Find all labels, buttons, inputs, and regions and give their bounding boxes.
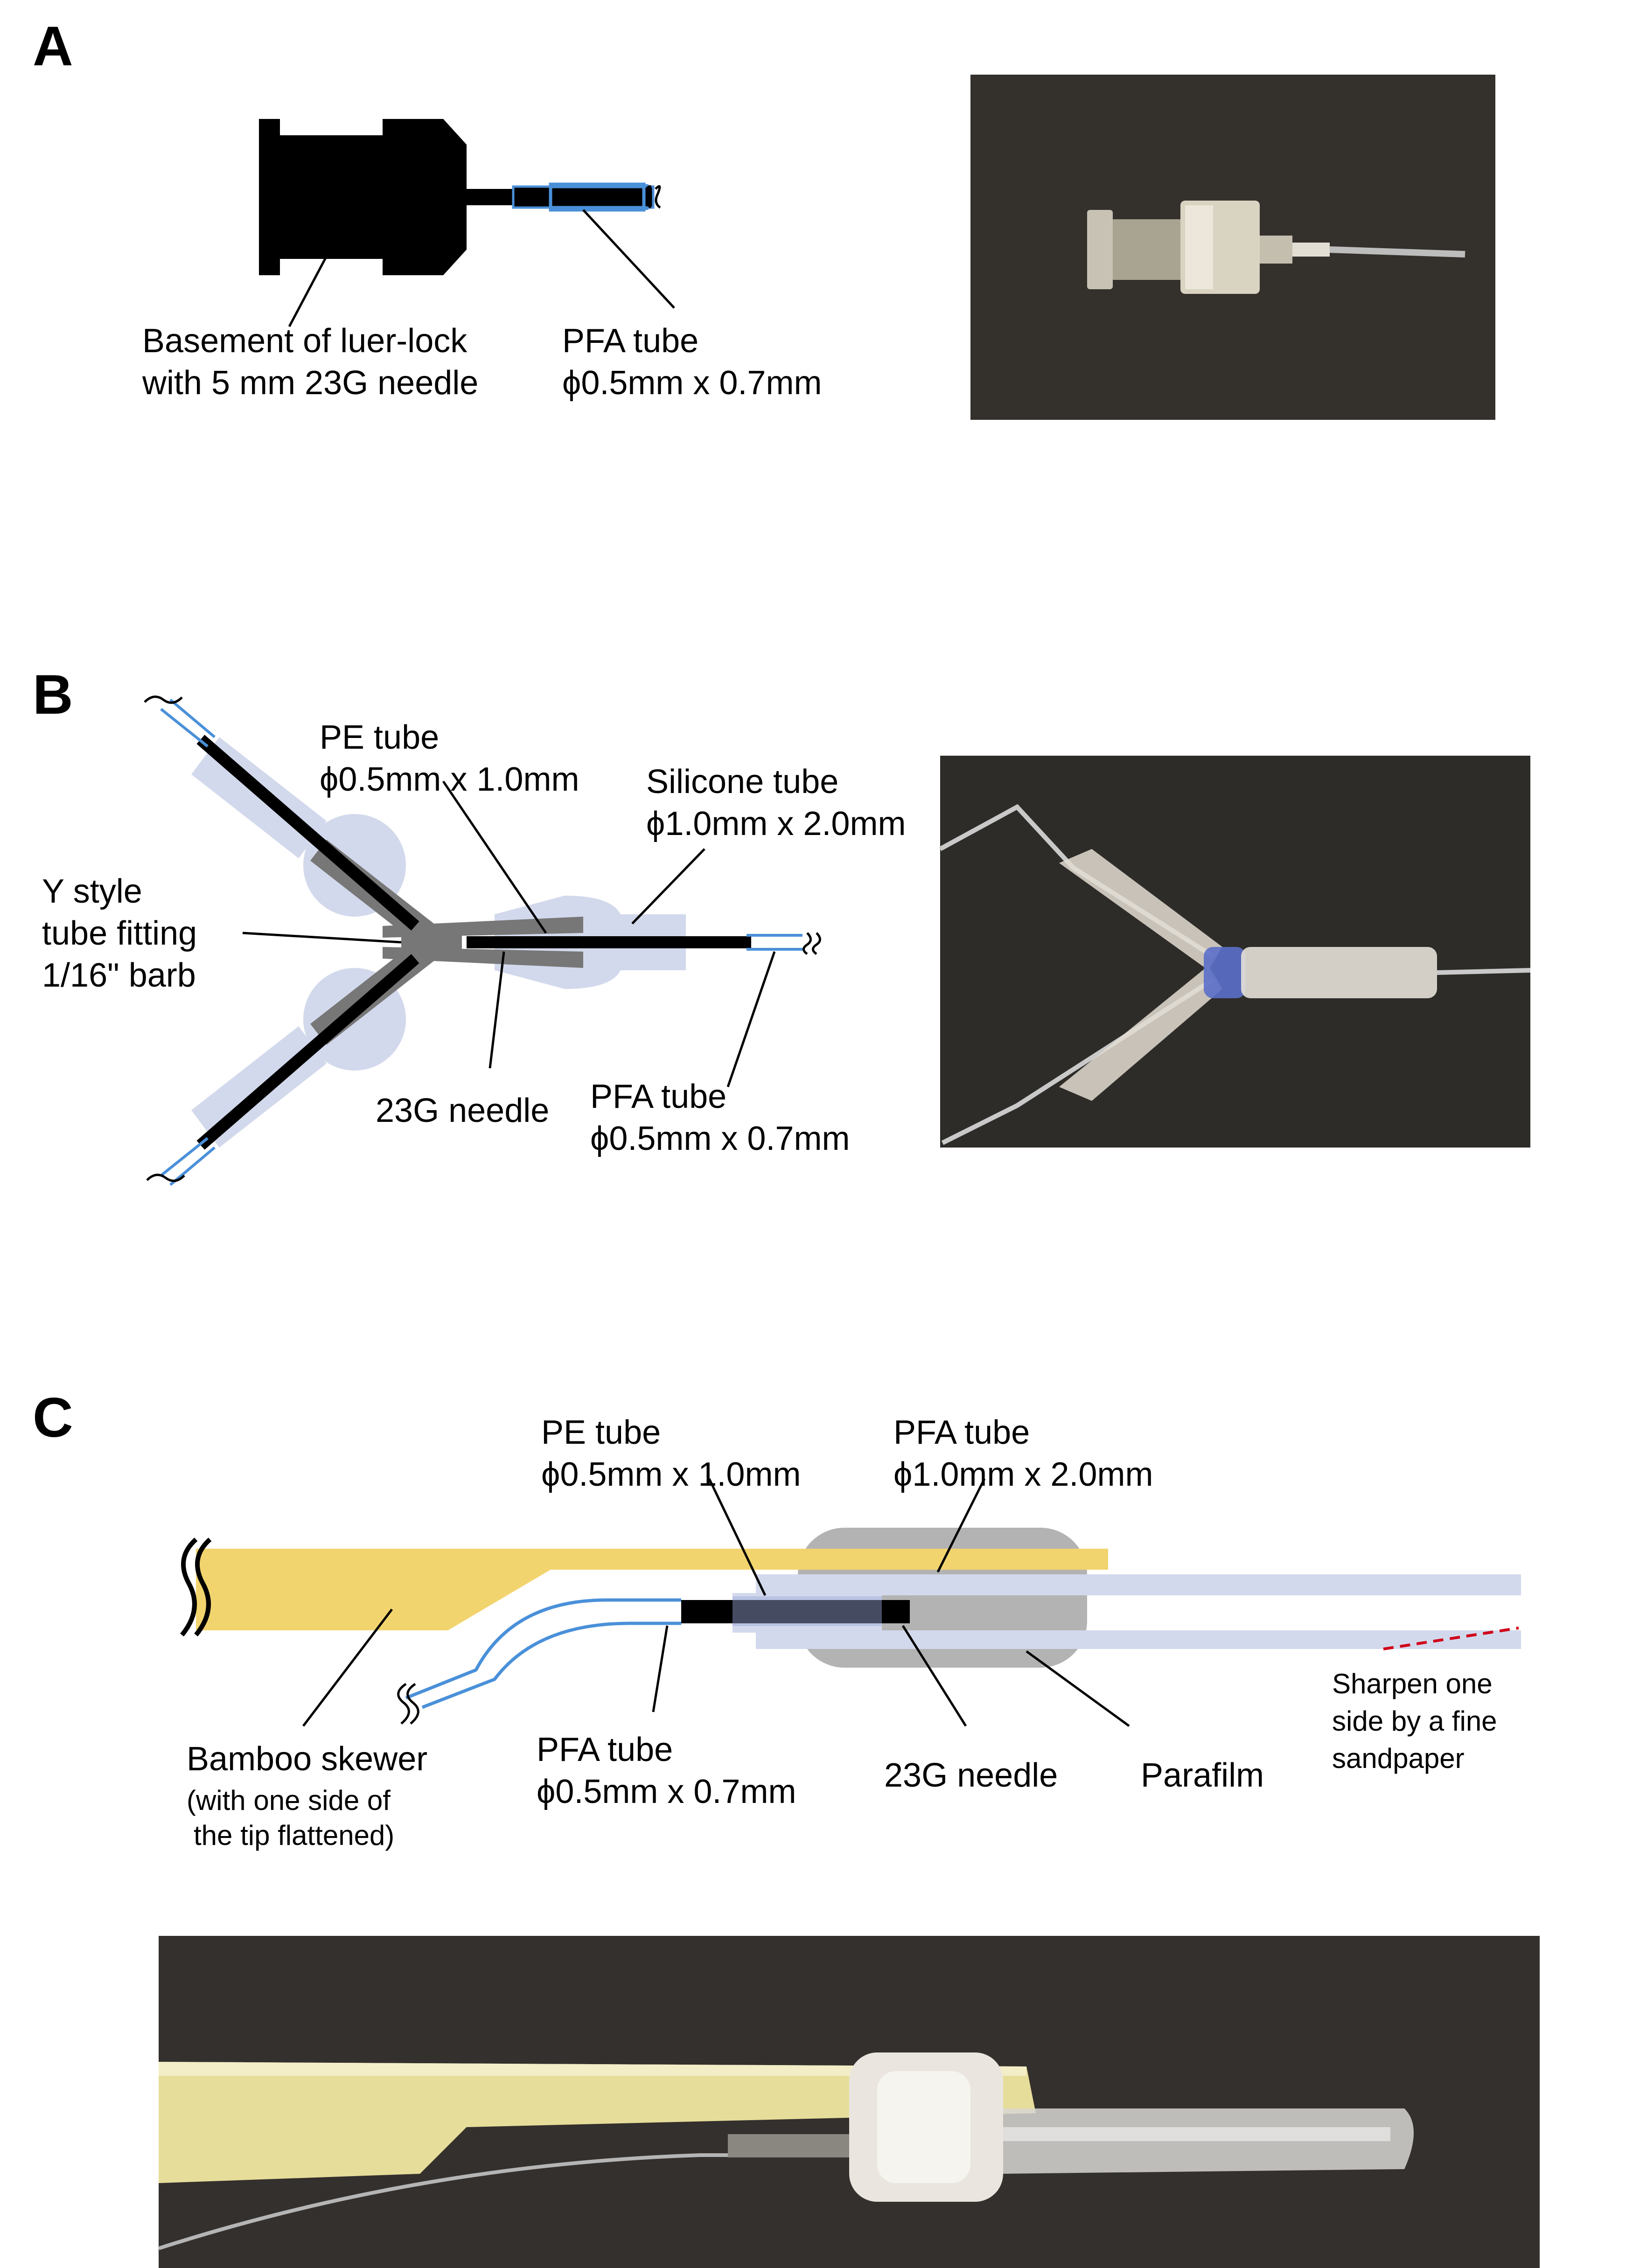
panel-b-letter: B [33,663,73,726]
photo-b [939,756,1531,1148]
pe-label-c-1: PE tube [541,1414,661,1451]
pfa-small-label-1: PFA tube [537,1731,673,1768]
silicone-label-2: ϕ1.0mm x 2.0mm [646,805,906,842]
pfa-tubes [160,698,803,1186]
pfa-tube-sleeve [549,182,646,212]
break-mark-skewer-icon [180,1538,212,1637]
break-mark-icon [645,185,661,209]
needles-23g [196,735,751,1150]
sharpen-label-3: sandpaper [1332,1743,1465,1774]
fitting-label-2: tube fitting [42,915,197,952]
sharpen-mark [1383,1627,1519,1650]
silicone-label-1: Silicone tube [646,763,838,800]
sharpen-label-2: side by a fine [1332,1705,1497,1737]
photo-c [158,1936,1540,2268]
panel-a-letter: A [33,15,73,77]
skewer-label: Bamboo skewer [187,1740,427,1778]
pfa-large-top [756,1574,1521,1595]
needle-label-b: 23G needle [376,1092,549,1129]
fitting-label-3: 1/16" barb [42,957,196,994]
pfa-small-tube [405,1598,681,1709]
pfa-label-a-2: ϕ0.5mm x 0.7mm [562,364,822,402]
sharpen-label-1: Sharpen one [1332,1668,1493,1699]
fitting-label-1: Y style [42,873,142,910]
pfa-label-b-2: ϕ0.5mm x 0.7mm [590,1120,850,1157]
pfa-label-a-1: PFA tube [562,322,698,360]
needle-label-c: 23G needle [884,1757,1058,1794]
pe-label-c-2: ϕ0.5mm x 1.0mm [541,1456,801,1493]
pfa-big-label-2: ϕ1.0mm x 2.0mm [893,1456,1153,1493]
pfa-big-label-1: PFA tube [893,1414,1030,1451]
pfa-large-bottom [756,1630,1521,1649]
panel-c-letter: C [33,1386,73,1449]
pe-label-b-2: ϕ0.5mm x 1.0mm [320,761,579,798]
bamboo-skewer [196,1549,1108,1630]
luer-lock-schematic [259,119,675,327]
break-marks [144,696,821,1182]
photo-a [970,75,1495,420]
pfa-small-label-2: ϕ0.5mm x 0.7mm [537,1773,796,1810]
b-leader-lines [242,780,776,1087]
needle-23g-c [681,1600,910,1623]
skewer-note-2: the tip flattened) [194,1820,394,1851]
needle-23g [513,187,653,208]
skewer-note-1: (with one side of [187,1785,391,1816]
c-leader-lines [302,1478,1130,1727]
pe-label-b-1: PE tube [320,719,439,756]
pfa-label-b-1: PFA tube [590,1078,726,1115]
basement-label-1: Basement of luer-lock [142,322,468,360]
y-fitting-schematic [144,696,821,1186]
parafilm-label: Parafilm [1141,1757,1264,1794]
skewer-schematic [180,1478,1521,1727]
basement-label-2: with 5 mm 23G needle [142,364,478,402]
luer-lock-body [259,119,513,275]
